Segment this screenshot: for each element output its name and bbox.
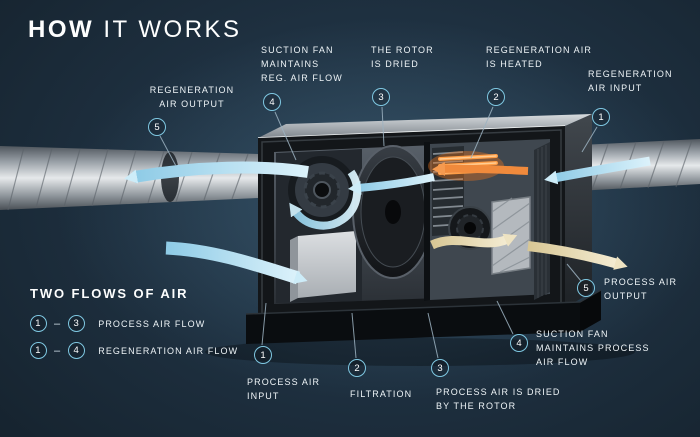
badge-suction-fan-reg: 4	[263, 93, 281, 111]
process-output-arrow	[527, 241, 628, 270]
callout-label-filtration: FILTRATION	[350, 389, 413, 399]
regeneration-output-arrow	[124, 161, 309, 184]
filter-panel	[491, 196, 531, 275]
legend-badge-1: 1	[30, 315, 47, 332]
badge-regeneration-air-output: 5	[148, 118, 166, 136]
inner-right-wall	[534, 142, 550, 300]
badge-process-air-dried: 3	[431, 359, 449, 377]
legend-row-regeneration-air-flow: 1 – 4 REGENERATION AIR FLOW	[30, 342, 238, 359]
air-flow-arrows	[124, 156, 651, 285]
legend-title: TWO FLOWS OF AIR	[30, 286, 189, 301]
legend-badge-1b: 1	[30, 342, 47, 359]
callout-label-rotor-is-dried: THE ROTOR IS DRIED	[371, 45, 434, 69]
badge-regeneration-air-heated: 2	[487, 88, 505, 106]
legend-dash-2: –	[54, 344, 62, 357]
legend-row-process-air-flow: 1 – 3 PROCESS AIR FLOW	[30, 315, 238, 332]
badge-process-air-output: 5	[577, 279, 595, 297]
page-title: HOW IT WORKS	[28, 16, 242, 44]
leader-lines	[159, 106, 598, 359]
title-rest: IT WORKS	[94, 16, 242, 43]
dried-air-arrow	[430, 233, 518, 250]
legend-badge-4: 4	[68, 342, 86, 359]
callout-label-regeneration-air-input: REGENERATION AIR INPUT	[588, 69, 673, 93]
callout-label-process-air-input: PROCESS AIR INPUT	[247, 377, 321, 401]
rotor-flow-arrow	[348, 173, 435, 195]
heated-air-arrow	[432, 161, 529, 176]
rotor-icon	[352, 145, 434, 279]
legend: TWO FLOWS OF AIR 1 – 3 PROCESS AIR FLOW …	[30, 286, 238, 369]
badge-suction-fan-process: 4	[510, 334, 528, 352]
legend-badge-3: 3	[68, 315, 86, 332]
regeneration-input-arrow	[544, 156, 651, 185]
callout-label-process-air-output: PROCESS AIR OUTPUT	[604, 277, 678, 301]
callout-label-process-air-dried: PROCESS AIR IS DRIED BY THE ROTOR	[436, 387, 561, 411]
callout-label-regeneration-air-output: REGENERATION AIR OUTPUT	[149, 85, 235, 109]
filter-box	[290, 231, 356, 302]
base-plinth	[245, 289, 602, 344]
process-input-arrow	[165, 241, 308, 285]
callout-label-regeneration-air-heated: REGENERATION AIR IS HEATED	[486, 45, 592, 69]
legend-dash: –	[54, 317, 62, 330]
legend-label-regeneration-air-flow: REGENERATION AIR FLOW	[98, 345, 239, 356]
badge-process-air-input: 1	[254, 346, 272, 364]
callout-label-suction-fan-process: SUCTION FAN MAINTAINS PROCESS AIR FLOW	[536, 329, 650, 367]
legend-label-process-air-flow: PROCESS AIR FLOW	[98, 318, 206, 329]
badge-rotor-is-dried: 3	[372, 88, 390, 106]
callout-label-suction-fan-reg: SUCTION FAN MAINTAINS REG. AIR FLOW	[261, 45, 343, 83]
badge-filtration: 2	[348, 359, 366, 377]
title-bold: HOW	[28, 16, 95, 43]
badge-regeneration-air-input: 1	[592, 108, 610, 126]
